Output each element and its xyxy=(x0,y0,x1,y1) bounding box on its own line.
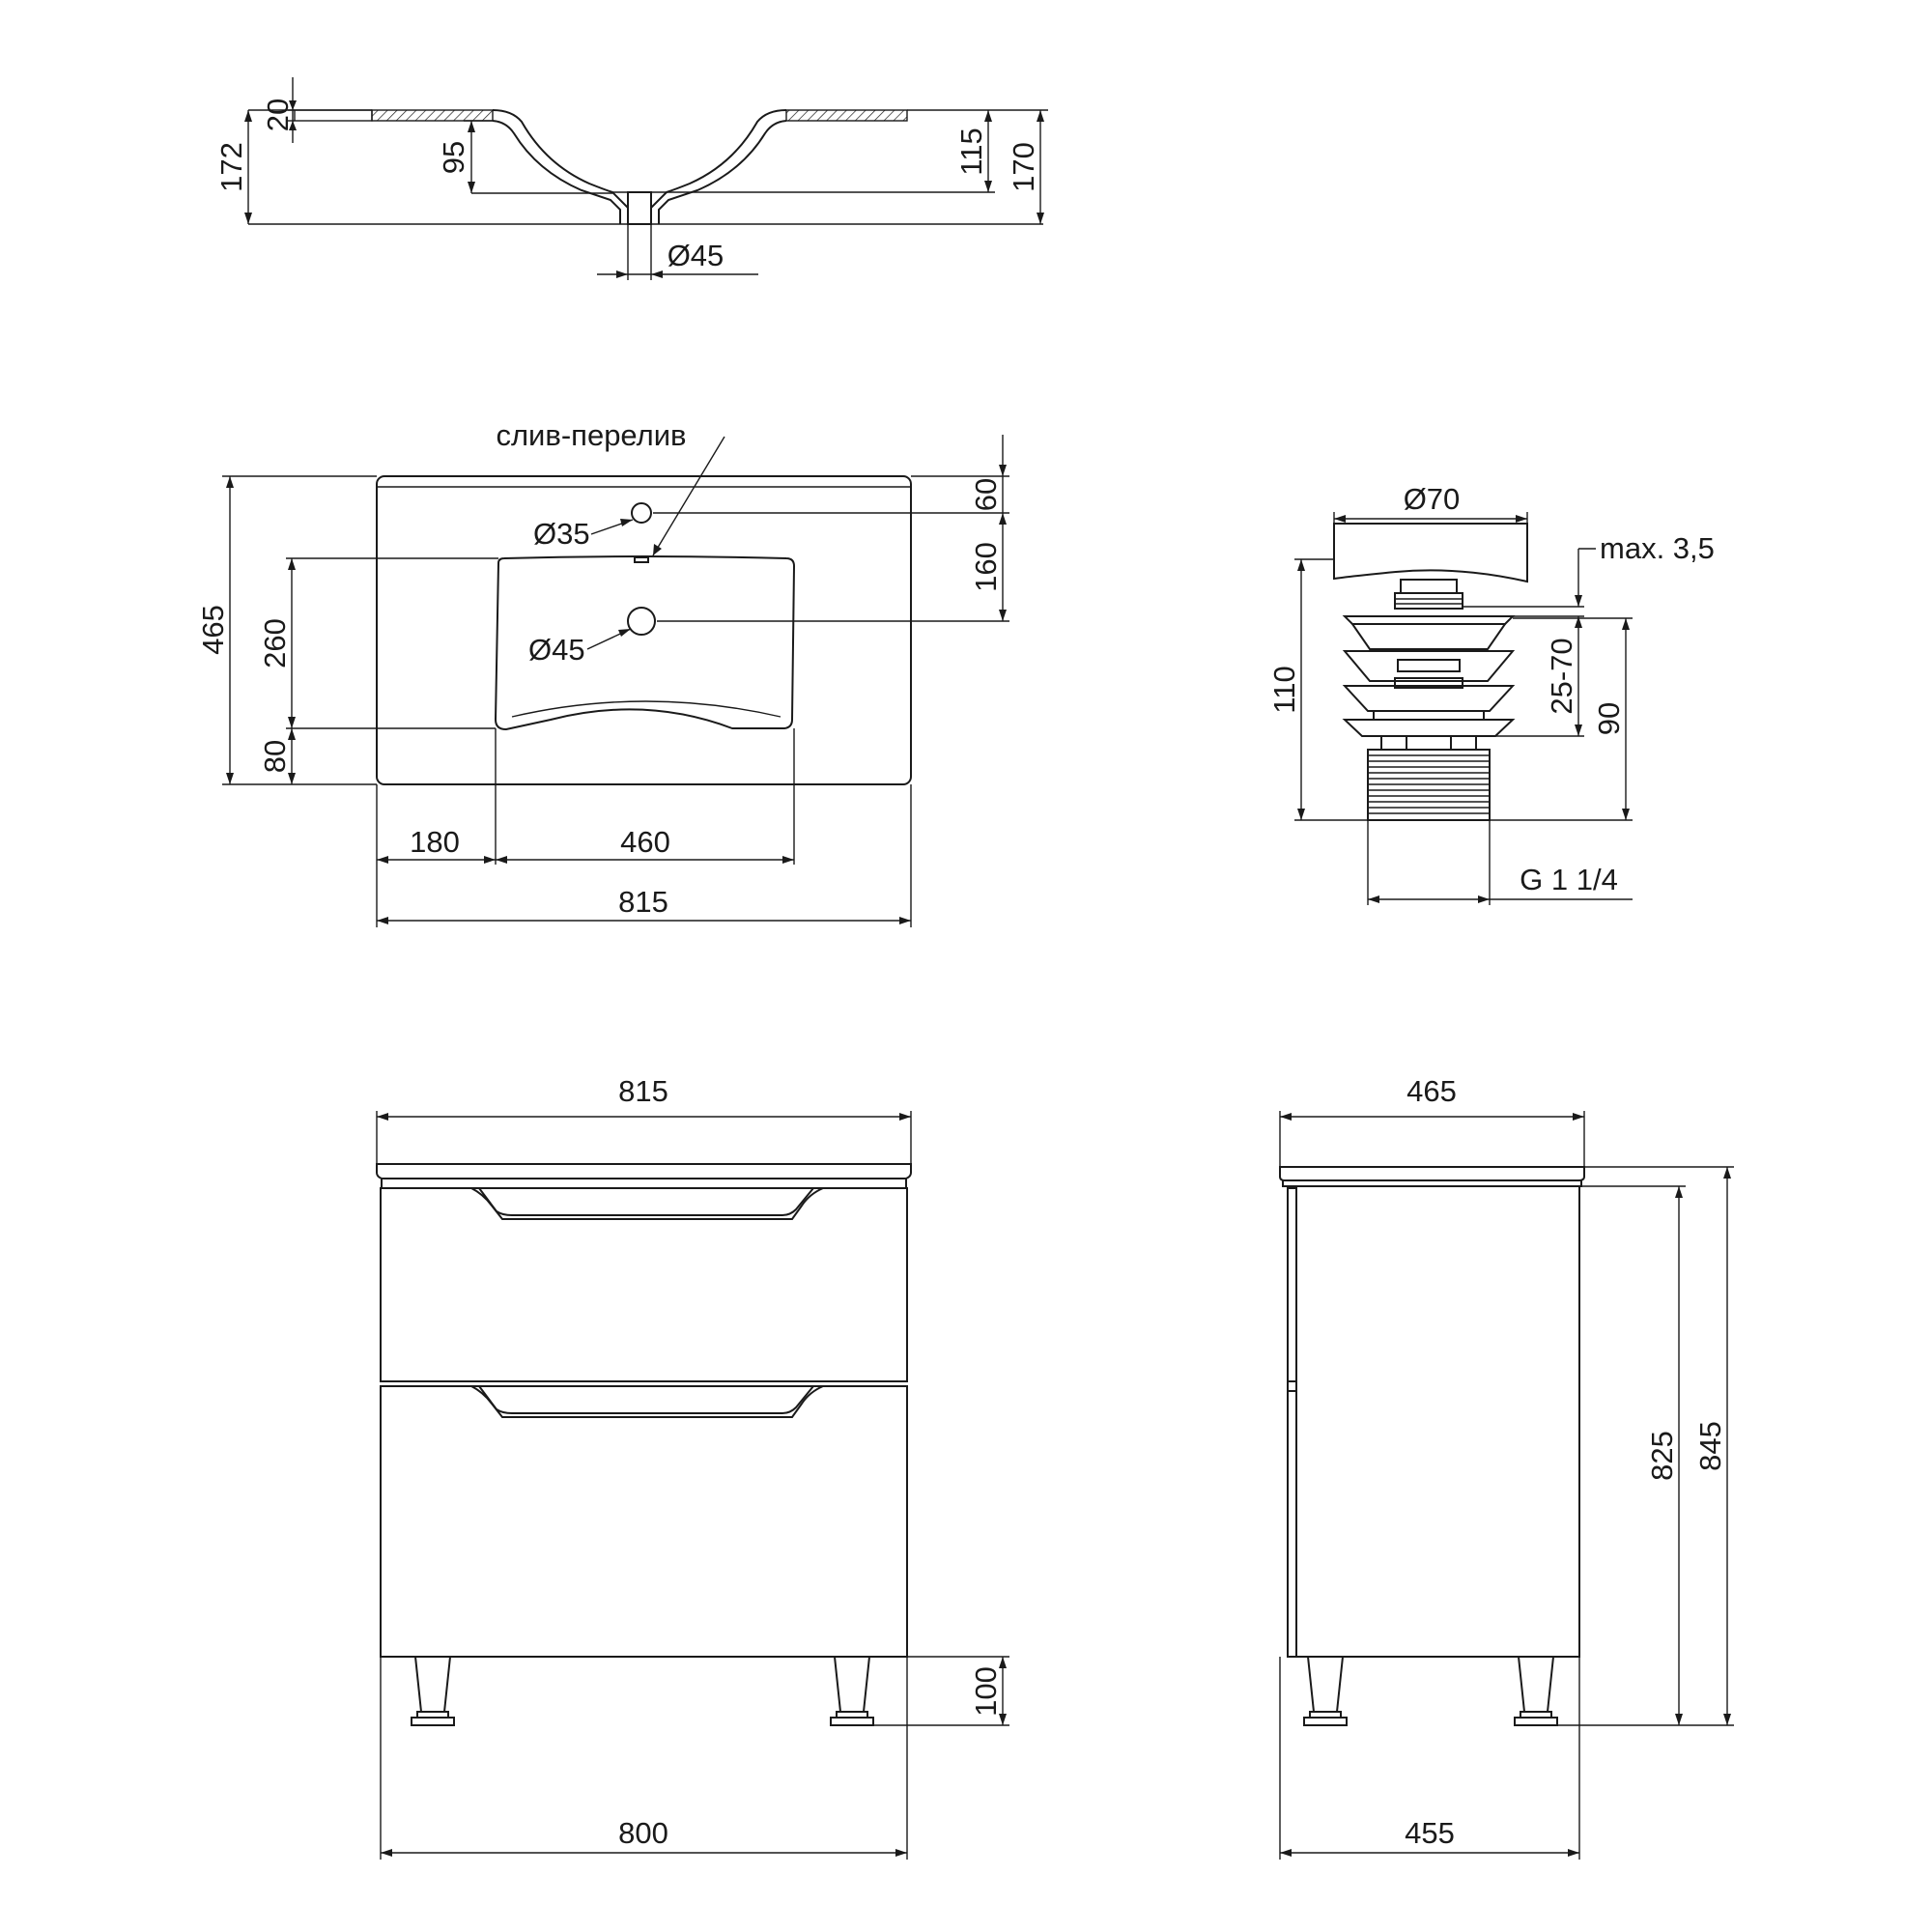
dim-leg-height: 100 xyxy=(969,1666,1003,1717)
dim-back-to-overflow: 60 xyxy=(969,478,1003,511)
dim-front-margin: 80 xyxy=(258,740,292,773)
dim-bowl-width: 460 xyxy=(620,825,670,859)
valve-flange xyxy=(1342,615,1516,625)
basin-outline xyxy=(376,475,912,785)
countertop-side xyxy=(1279,1166,1585,1181)
valve-nut-right xyxy=(1450,735,1477,751)
dim-valve-body-height: 90 xyxy=(1592,702,1626,735)
drawer-upper-handle-inner xyxy=(478,1187,814,1216)
drain-hole xyxy=(627,607,656,636)
leg-front-right-foot xyxy=(830,1717,874,1726)
valve-window-2 xyxy=(1394,677,1463,689)
cabinet-side-view: 465 825 845 455 xyxy=(1279,1074,1734,1860)
label-drain-hole: Ø45 xyxy=(528,633,585,667)
dim-depth-right: 115 xyxy=(954,128,988,175)
valve-body-low xyxy=(1342,685,1516,712)
valve-washer xyxy=(1373,710,1485,721)
countertop-edge xyxy=(381,1178,907,1189)
valve-window xyxy=(1397,659,1461,672)
bowl-inner-left xyxy=(492,120,621,224)
dim-side-total-height: 845 xyxy=(1693,1421,1727,1471)
valve-stem-top xyxy=(1400,579,1458,594)
label-thread-size: G 1 1/4 xyxy=(1520,863,1618,896)
drawer-lower-handle-inner xyxy=(478,1385,814,1414)
bowl-outer-right xyxy=(650,109,787,224)
drawer-lower-handle xyxy=(470,1385,824,1418)
drawer-upper xyxy=(380,1187,908,1382)
drain-pipe xyxy=(627,191,652,225)
leg-front-left xyxy=(414,1656,451,1713)
leg-side-right-foot xyxy=(1514,1717,1558,1726)
leg-side-left xyxy=(1307,1656,1344,1713)
rim-left-hatched xyxy=(371,109,494,122)
overflow-slot xyxy=(634,556,649,563)
dim-height-right: 170 xyxy=(1007,142,1040,192)
valve-body-mid xyxy=(1342,650,1516,682)
cabinet-front-view: 815 100 800 xyxy=(376,1074,1009,1860)
cabinet-side-body xyxy=(1287,1185,1580,1658)
dim-side-top-depth: 465 xyxy=(1406,1074,1457,1108)
drawer-lower xyxy=(380,1385,908,1658)
dim-overflow-to-drain: 160 xyxy=(969,542,1003,592)
bowl-inner-right xyxy=(658,120,787,224)
valve-nut-base xyxy=(1342,719,1516,737)
dim-overall-height: 172 xyxy=(214,142,248,192)
bowl-outline xyxy=(494,555,796,731)
bowl-outer xyxy=(492,109,629,224)
rim-left-plain xyxy=(294,109,373,122)
basin-section-view: 20 172 95 115 170 Ø45 xyxy=(214,77,1048,280)
dim-valve-total-height: 110 xyxy=(1267,666,1301,713)
rim-right-hatched xyxy=(785,109,908,122)
dim-front-top-width: 815 xyxy=(618,1074,668,1108)
drawer-upper-handle xyxy=(470,1187,824,1220)
leg-side-right xyxy=(1518,1656,1554,1713)
valve-stem-thread xyxy=(1394,592,1463,610)
overflow-hole xyxy=(631,502,652,524)
valve-cap xyxy=(1333,523,1528,583)
dim-side-body-depth: 455 xyxy=(1405,1816,1455,1850)
dim-front-body-width: 800 xyxy=(618,1816,668,1850)
valve-body-upper xyxy=(1350,623,1507,650)
valve-nut-center xyxy=(1406,735,1452,751)
countertop-front xyxy=(376,1163,912,1179)
valve-thread-lines xyxy=(1368,754,1490,814)
dim-bowl-depth: 95 xyxy=(437,141,470,174)
basin-plan-view: слив-перелив Ø35 Ø45 465 260 80 6 xyxy=(196,418,1009,927)
overflow-label: слив-перелив xyxy=(496,418,686,452)
leg-front-right xyxy=(834,1656,870,1713)
label-max-gap: max. 3,5 xyxy=(1600,531,1715,565)
drawer-lower-edge xyxy=(1287,1390,1297,1658)
bowl-front-ridge xyxy=(511,700,781,718)
dim-cap-diameter: Ø70 xyxy=(1404,482,1461,516)
dim-bowl-depth: 260 xyxy=(258,618,292,668)
valve-nut-left xyxy=(1380,735,1407,751)
dim-rim-thickness: 20 xyxy=(261,99,295,131)
dim-left-offset: 180 xyxy=(410,825,460,859)
dim-total-width: 815 xyxy=(618,885,668,919)
drawer-upper-edge xyxy=(1287,1187,1297,1382)
dim-basin-depth: 465 xyxy=(196,605,230,655)
leg-side-left-foot xyxy=(1303,1717,1348,1726)
label-overflow-hole: Ø35 xyxy=(533,517,590,551)
dim-drain-diameter: Ø45 xyxy=(668,239,724,272)
dim-side-body-height: 825 xyxy=(1645,1431,1679,1481)
leg-front-left-foot xyxy=(411,1717,455,1726)
dim-adjust-range: 25-70 xyxy=(1545,638,1578,714)
drain-valve-view: Ø70 max. 3,5 110 25-70 90 G 1 xyxy=(1267,482,1715,905)
